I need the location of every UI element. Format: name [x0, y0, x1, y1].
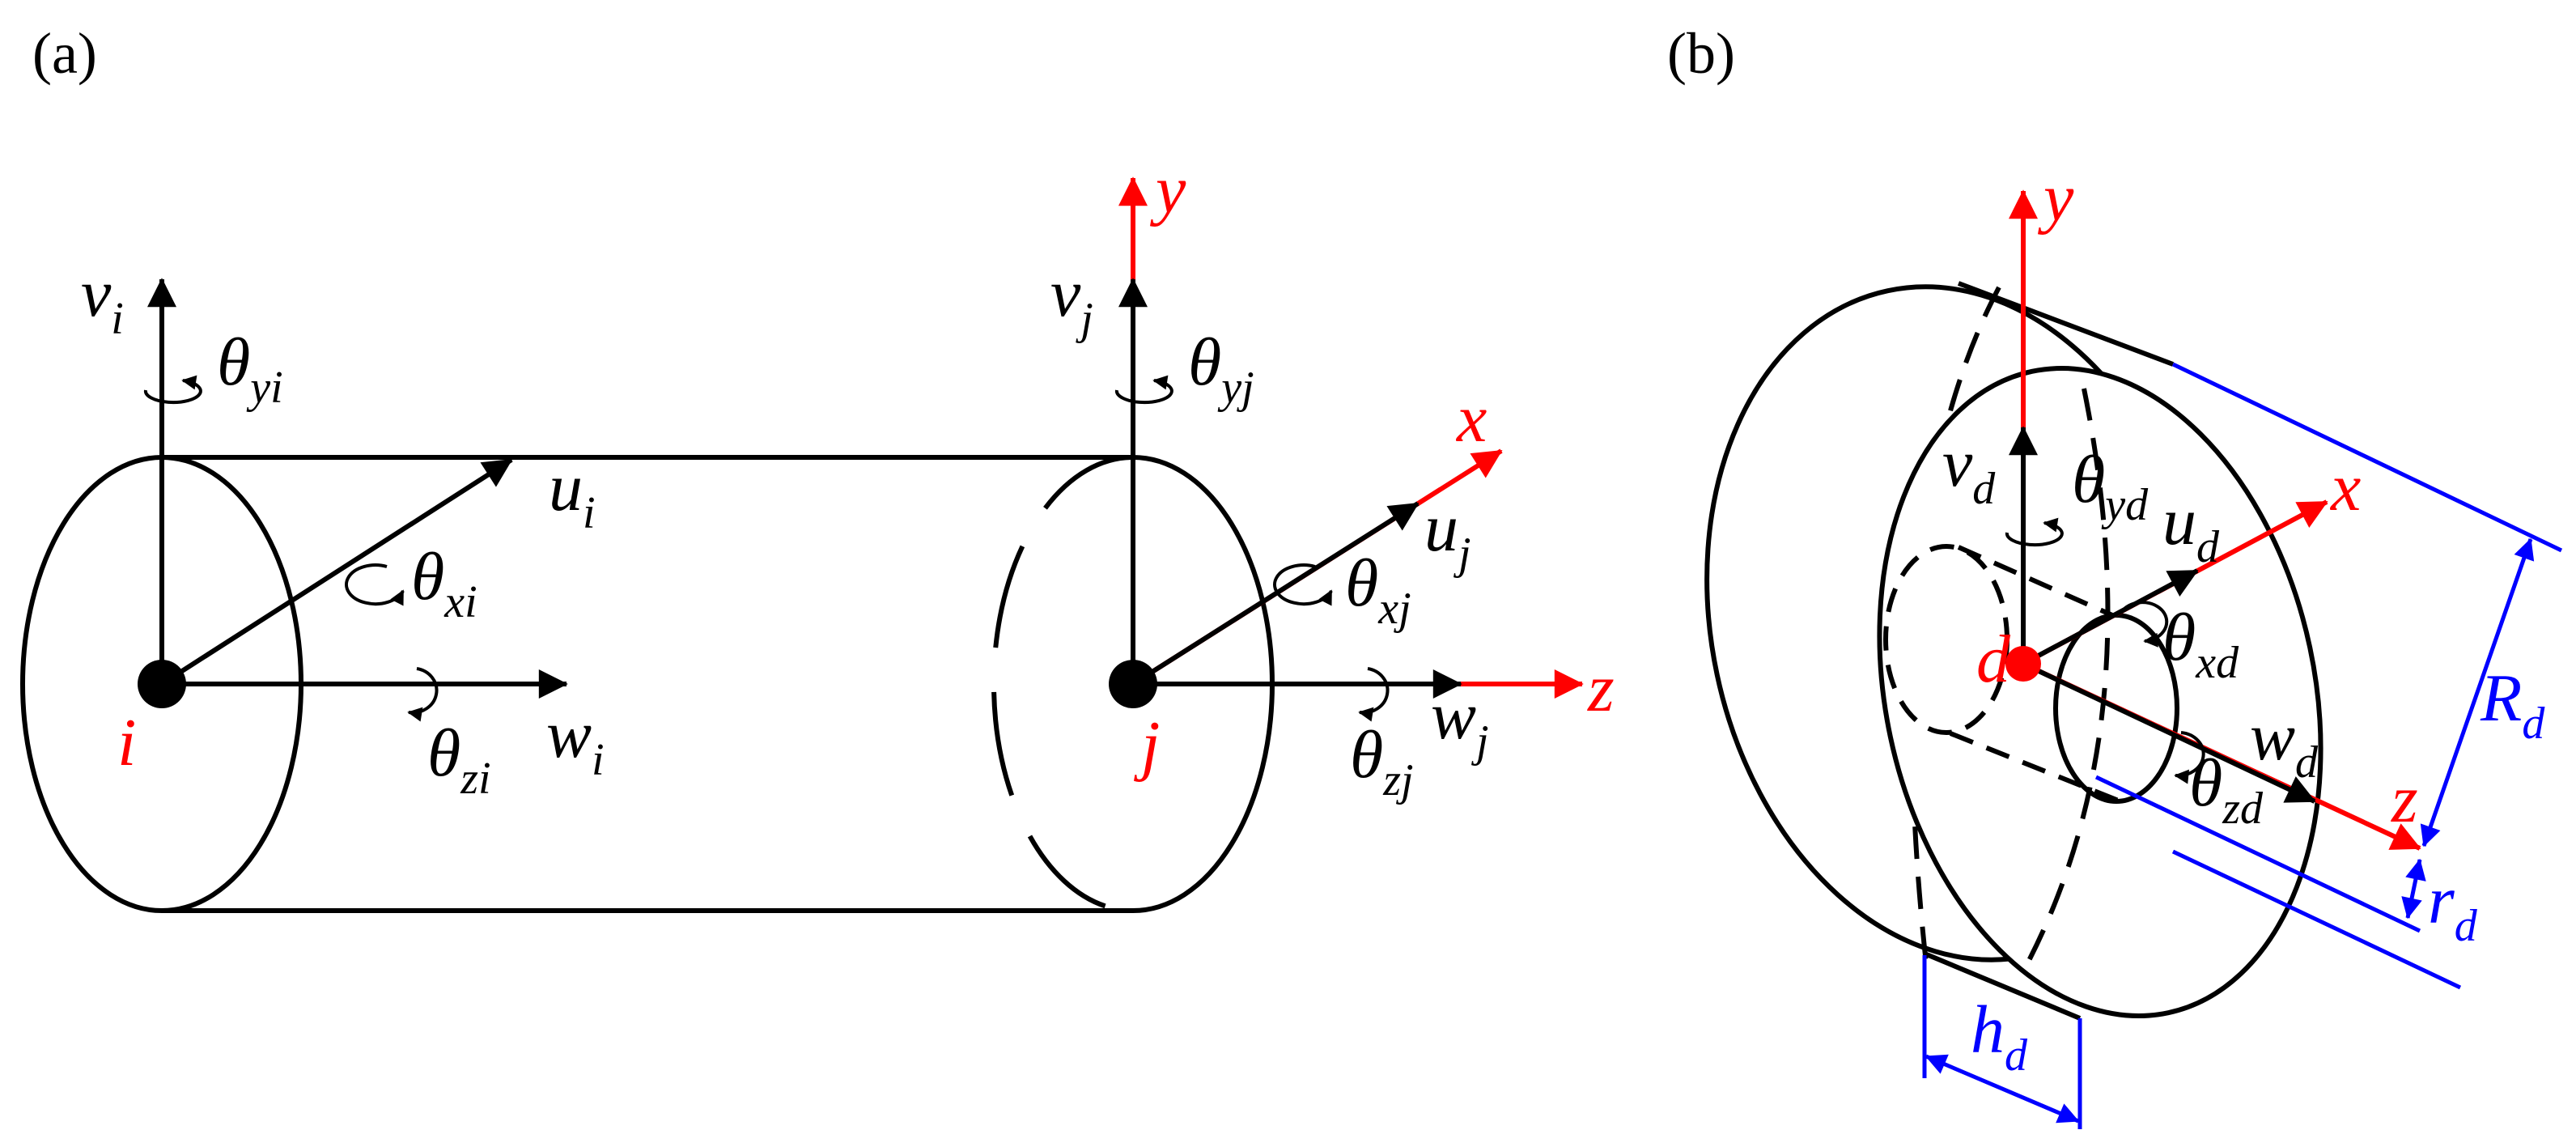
inner-radius-extension-line: [2094, 775, 2421, 933]
theta-zi-rotation-icon: [407, 667, 439, 722]
u-j-label: uj: [1424, 491, 1471, 579]
panel-a: (a) i vi θyi ui θxi θzi wi: [20, 21, 1615, 913]
disk-back-hidden-edge: [1909, 286, 2001, 964]
theta-yi-rotation-icon: [143, 375, 202, 405]
bore-back-hidden: [1883, 544, 2009, 735]
R-d-label: Rd: [2480, 661, 2545, 749]
node-i-label: i: [117, 705, 136, 780]
v-j-label: vj: [1050, 256, 1093, 344]
w-d-label: wd: [2250, 699, 2319, 788]
theta-xd-rotation-icon: [2123, 601, 2169, 648]
panel-b-label: (b): [1667, 21, 1735, 86]
theta-yd-label: θyd: [2072, 442, 2149, 530]
axis-extension-line: [2171, 849, 2462, 990]
theta-xj-label: θxj: [1345, 546, 1411, 634]
r-d-label: rd: [2428, 863, 2478, 951]
z-axis-a-label: z: [1587, 651, 1615, 726]
theta-xd-label: θxd: [2162, 600, 2239, 688]
u-i-arrow: [160, 457, 513, 686]
theta-xj-rotation-icon: [1273, 563, 1333, 606]
theta-zd-rotation-icon: [2174, 731, 2205, 784]
h-d-label: hd: [1971, 992, 2028, 1081]
node-i-group: i vi θyi ui θxi θzi wi: [81, 256, 605, 804]
dimensions: [1922, 362, 2563, 1129]
right-end-hidden-arc: [991, 455, 1134, 913]
w-d-arrow: [2022, 661, 2316, 804]
node-d-label: d: [1976, 622, 2011, 697]
theta-yj-rotation-icon: [1114, 375, 1173, 405]
w-i-label: wi: [546, 697, 605, 785]
node-i-dot: [138, 660, 186, 708]
theta-yi-label: θyi: [217, 325, 283, 413]
theta-zd-label: θzd: [2189, 746, 2264, 834]
theta-zi-label: θzi: [427, 716, 491, 804]
theta-xi-rotation-icon: [345, 563, 405, 606]
v-d-label: vd: [1942, 426, 1996, 514]
y-axis-a-label: y: [1149, 152, 1186, 227]
v-i-label: vi: [81, 256, 124, 344]
disk-front-hidden-edge: [2021, 388, 2111, 973]
disk-bottom-tangent: [1923, 951, 2082, 1021]
h-d-dimension-arrow: [1925, 1054, 2080, 1124]
panel-a-label: (a): [32, 21, 97, 86]
z-axis-b-label: z: [2391, 762, 2418, 837]
w-j-label: wj: [1431, 678, 1489, 767]
node-j-label: j: [1134, 707, 1160, 783]
r-d-dimension-arrow: [2401, 858, 2426, 920]
panel-b: (b) y x z d vd θyd ud θx: [1667, 21, 2563, 1129]
bore-bottom-hidden-line: [1949, 731, 2122, 804]
u-i-label: ui: [549, 450, 596, 538]
node-j-group: j y vj θyj x uj θxj z wj θzj: [1050, 152, 1615, 805]
node-d-dot: [2005, 646, 2041, 682]
u-d-arrow: [2022, 568, 2199, 666]
theta-zj-label: θzj: [1350, 717, 1414, 805]
R-d-dimension-arrow: [2420, 537, 2535, 848]
x-axis-b-label: x: [2329, 450, 2361, 525]
theta-zj-rotation-icon: [1358, 667, 1390, 722]
u-j-arrow: [1131, 501, 1420, 686]
y-axis-b-label: y: [2037, 160, 2074, 236]
disk-body: [1704, 281, 2323, 1021]
u-d-label: ud: [2162, 484, 2220, 572]
theta-yj-label: θyj: [1188, 325, 1254, 413]
disk-top-tangent: [1957, 281, 2175, 367]
outer-radius-extension-line: [2171, 362, 2563, 553]
theta-xi-label: θxi: [411, 539, 477, 627]
bore-top-hidden-line: [1957, 545, 2114, 618]
node-j-dot: [1109, 660, 1157, 708]
x-axis-a-label: x: [1455, 381, 1487, 457]
theta-yd-rotation-icon: [2005, 517, 2064, 547]
